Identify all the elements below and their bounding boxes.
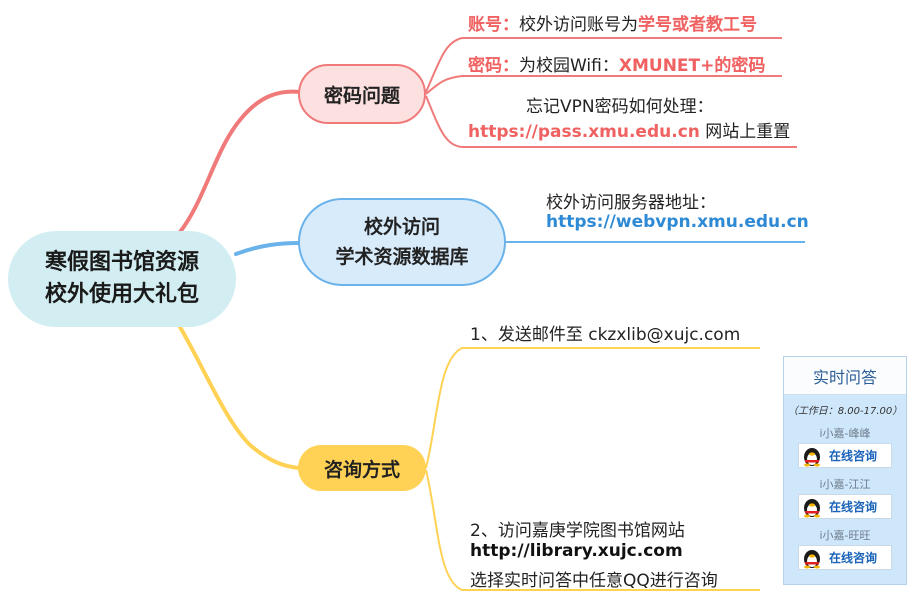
consult-item1: 1、发送邮件至 ckzxlib@xujc.com — [470, 325, 741, 345]
forgot-line1: 忘记VPN密码如何处理： — [526, 97, 714, 117]
pwd-label: 密码： — [468, 56, 519, 76]
online-consult-button[interactable]: 在线咨询 — [798, 494, 892, 519]
online-consult-button[interactable]: 在线咨询 — [798, 443, 892, 468]
qq-penguin-icon — [801, 445, 823, 467]
consult-title: 咨询方式 — [323, 458, 400, 481]
online-consult-button[interactable]: 在线咨询 — [798, 545, 892, 570]
pwd-leaf: 密码：为校园Wifi：XMUNET+的密码 — [468, 51, 765, 76]
password-title: 密码问题 — [323, 84, 400, 107]
academic-title-line1: 校外访问 — [363, 216, 440, 238]
widget-hours: （工作日：8.00-17.00） — [787, 406, 903, 417]
online-consult-label: 在线咨询 — [829, 449, 878, 463]
consult-item2-line3: 选择实时问答中任意QQ进行咨询 — [470, 571, 718, 591]
link-password-pwd — [425, 75, 782, 95]
account-label: 账号： — [468, 15, 519, 35]
consult-node: 咨询方式 — [298, 445, 426, 491]
live-qa-widget: 实时问答 （工作日：8.00-17.00） i小嘉-峰峰 在线咨询 i小嘉-江江… — [783, 356, 907, 585]
academic-node: 校外访问 学术资源数据库 — [298, 198, 506, 286]
account-text: 校外访问账号为 — [519, 15, 638, 35]
agent-name: i小嘉-旺旺 — [819, 529, 871, 542]
link-root-academic — [234, 241, 302, 256]
library-url-link[interactable]: http://library.xujc.com — [470, 541, 683, 561]
pwd-highlight: XMUNET+的密码 — [618, 56, 766, 76]
account-highlight: 学号或者教工号 — [638, 15, 757, 35]
server-label: 校外访问服务器地址： — [546, 193, 716, 213]
pwd-text: 为校园Wifi： — [519, 56, 619, 76]
password-node: 密码问题 — [298, 64, 426, 124]
agent-name: i小嘉-峰峰 — [819, 427, 871, 440]
root-title-line2: 校外使用大礼包 — [44, 282, 199, 307]
link-consult-item1 — [425, 347, 760, 469]
link-root-password — [178, 89, 302, 234]
online-consult-label: 在线咨询 — [829, 500, 878, 514]
qq-penguin-icon — [801, 496, 823, 518]
agent-name: i小嘉-江江 — [819, 478, 871, 491]
online-consult-label: 在线咨询 — [829, 551, 878, 565]
account-leaf: 账号：校外访问账号为学号或者教工号 — [468, 10, 757, 35]
link-password-forgot — [425, 95, 797, 148]
qq-penguin-icon — [801, 547, 823, 569]
root-node: 寒假图书馆资源 校外使用大礼包 — [8, 231, 236, 327]
forgot-suffix: 网站上重置 — [699, 122, 791, 142]
link-consult-item2 — [425, 469, 760, 591]
link-root-consult — [178, 325, 302, 470]
widget-title: 实时问答 — [784, 357, 906, 395]
forgot-line2: https://pass.xmu.edu.cn 网站上重置 — [468, 117, 790, 142]
forgot-url-link[interactable]: https://pass.xmu.edu.cn — [468, 122, 700, 142]
link-password-account — [425, 37, 782, 93]
academic-title-line2: 学术资源数据库 — [335, 246, 469, 268]
consult-item2-line1: 2、访问嘉庚学院图书馆网站 — [470, 521, 685, 541]
root-title-line1: 寒假图书馆资源 — [44, 250, 199, 275]
server-url-link[interactable]: https://webvpn.xmu.edu.cn — [546, 212, 809, 232]
